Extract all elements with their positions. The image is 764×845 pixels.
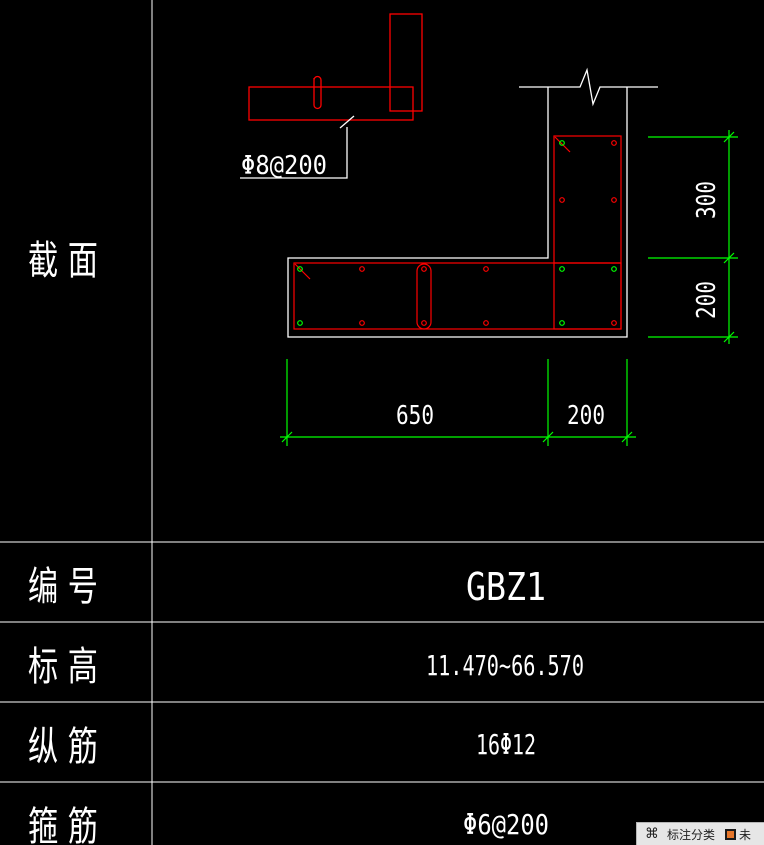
annotation-category-button[interactable]: 标注分类 — [667, 827, 716, 842]
tie-label: Φ8@200 — [241, 151, 327, 181]
value-stirrup: Φ6@200 — [463, 808, 549, 841]
toolbar-truncated-label: 未 — [739, 827, 752, 842]
value-elevation: 11.470~66.570 — [426, 649, 584, 682]
section-outline — [287, 67, 658, 338]
dimension-horizontal-650: 650 — [396, 401, 434, 431]
section-stirrups — [293, 135, 622, 330]
clover-icon[interactable]: ⌘ — [645, 826, 659, 842]
annotation-toolbar: ⌘ 标注分类 未 — [636, 822, 764, 845]
row-label-id: 编 号 — [28, 564, 98, 610]
row-label-longitudinal-rebar: 纵 筋 — [28, 724, 98, 770]
dimension-horizontal-200: 200 — [567, 401, 605, 431]
vertical-dimension-lines — [648, 130, 738, 344]
dimension-vertical-200: 200 — [692, 281, 722, 319]
dimension-vertical-300: 300 — [692, 181, 722, 219]
tie-detail — [240, 13, 423, 179]
row-label-elevation: 标 高 — [28, 644, 98, 690]
row-label-stirrup: 箍 筋 — [28, 804, 98, 845]
value-id: GBZ1 — [466, 565, 546, 609]
horizontal-dimension-lines — [280, 359, 636, 446]
value-longitudinal-rebar: 16Φ12 — [476, 728, 536, 761]
rebar-points — [297, 140, 617, 326]
toolbar-toggle-checkbox[interactable] — [725, 828, 737, 840]
row-label-section: 截 面 — [28, 238, 98, 284]
